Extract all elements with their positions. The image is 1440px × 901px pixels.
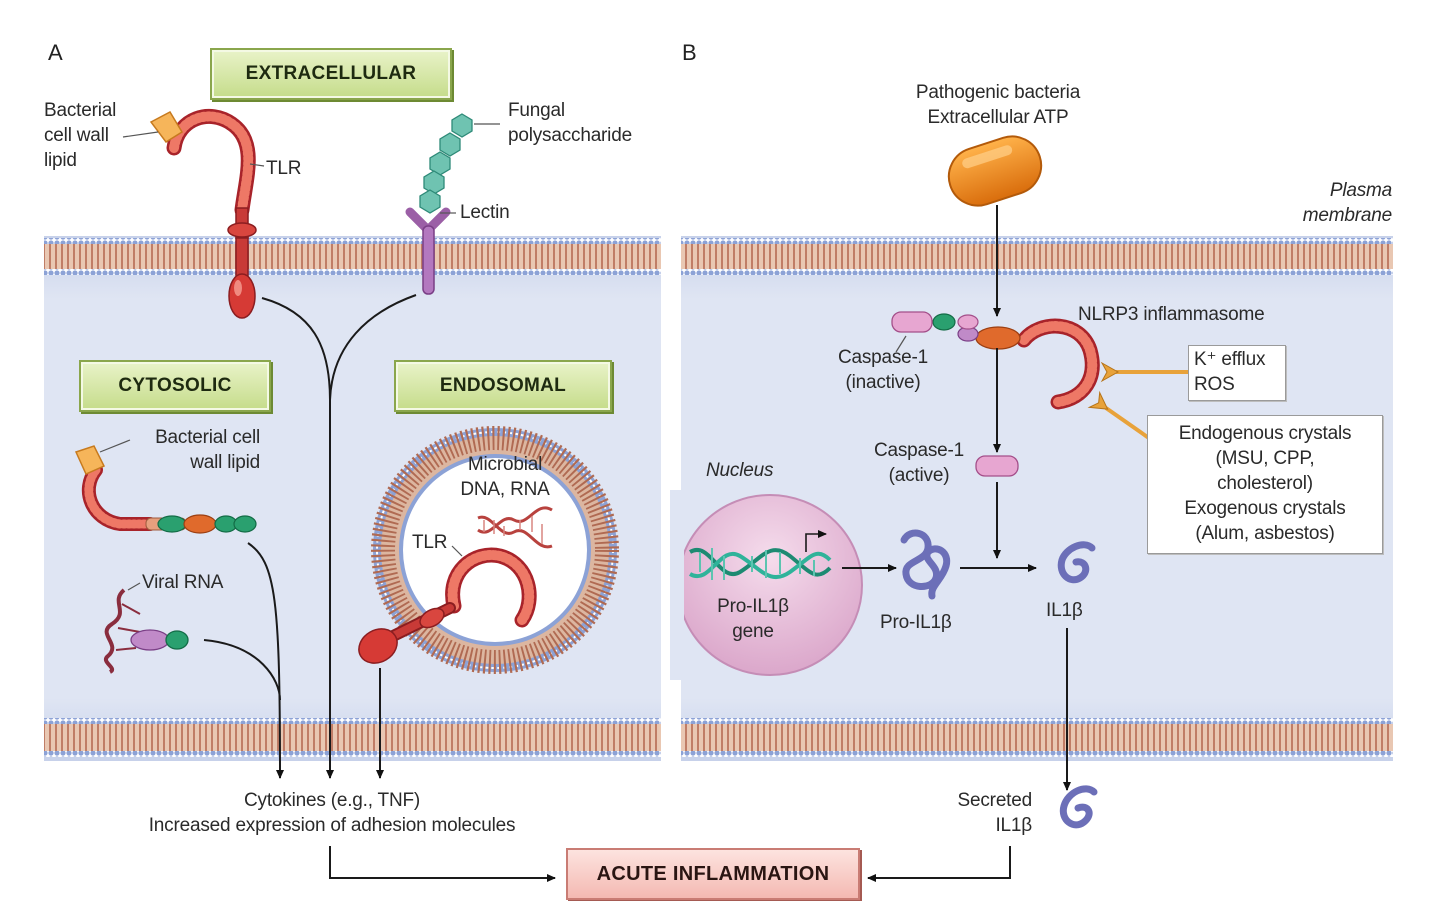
tlr-label-endosomal: TLR [412,532,448,553]
panel-a-top-membrane [44,238,661,275]
pathogenic-bacteria-label: Pathogenic bacteria Extracellular ATP [915,82,1081,128]
tlr-label-top: TLR [266,158,302,179]
panel-b-top-membrane [681,238,1393,275]
acute-inflammation-label: ACUTE INFLAMMATION [566,848,860,900]
viral-rna-label: Viral RNA [142,572,224,593]
microbial-dna-icon [477,506,553,549]
nlrp3-inflammasome-label: NLRP3 inflammasome [1078,304,1265,325]
bacterial-lipid-icon [149,111,184,144]
il1b-icon [1057,541,1096,584]
panel-a-bottom-membrane [44,718,661,757]
pro-il1b-gene-label: Pro-IL1β gene [717,596,789,642]
extracellular-label: EXTRACELLULAR [210,48,452,100]
lectin-label: Lectin [460,202,510,223]
nucleus [670,490,863,680]
crystals-box: Endogenous crystals (MSU, CPP, cholester… [1147,415,1383,554]
panel-b-letter: B [682,40,697,65]
plasma-membrane-label: Plasma membrane [1302,180,1392,226]
tlr-receptor-surface [166,108,257,319]
bacterial-lipid-label: Bacterial cell wall lipid [44,100,117,171]
caspase-active-icon [975,455,1019,477]
bacteria-capsule-icon [947,135,1043,207]
bacterial-cell-wall-lipid-label: Bacterial cell wall lipid [155,427,260,473]
fungal-polysaccharide-label: Fungal polysaccharide [508,100,632,146]
microbial-dna-rna-label: Microbial DNA, RNA [460,454,550,500]
tlr-receptor-endosomal [358,547,537,664]
cytokines-label: Cytokines (e.g., TNF) Increased expressi… [148,790,516,836]
lectin-receptor [405,207,451,295]
nlrp3-inflammasome [891,311,1100,410]
il1b-label: IL1β [1046,600,1083,621]
cytosolic-receptor [74,445,257,534]
pro-il1b-icon [900,529,951,600]
secreted-il1b-icon [1059,785,1098,829]
caspase-active-label: Caspase-1 (active) [873,440,965,486]
secreted-il1b-label: Secreted IL1β [957,790,1033,836]
pro-il1b-label: Pro-IL1β [880,612,952,633]
panel-a-letter: A [48,40,63,65]
signal-lines-a [203,294,417,779]
nucleus-label: Nucleus [706,460,774,481]
panel-b-bottom-membrane [681,718,1393,757]
fungal-polysaccharide-icon [419,113,473,214]
k-efflux-label: K⁺ efflux ROS [1194,349,1266,395]
viral-rna-sensor [104,588,189,674]
caspase-inactive-label: Caspase-1 (inactive) [837,347,929,393]
k-efflux-box: K⁺ efflux ROS [1188,345,1286,401]
crystals-label: Endogenous crystals (MSU, CPP, cholester… [1178,423,1352,544]
endosomal-label: ENDOSOMAL [394,360,612,412]
pro-il1b-gene-dna-icon [688,530,832,580]
cytosolic-label: CYTOSOLIC [79,360,271,412]
